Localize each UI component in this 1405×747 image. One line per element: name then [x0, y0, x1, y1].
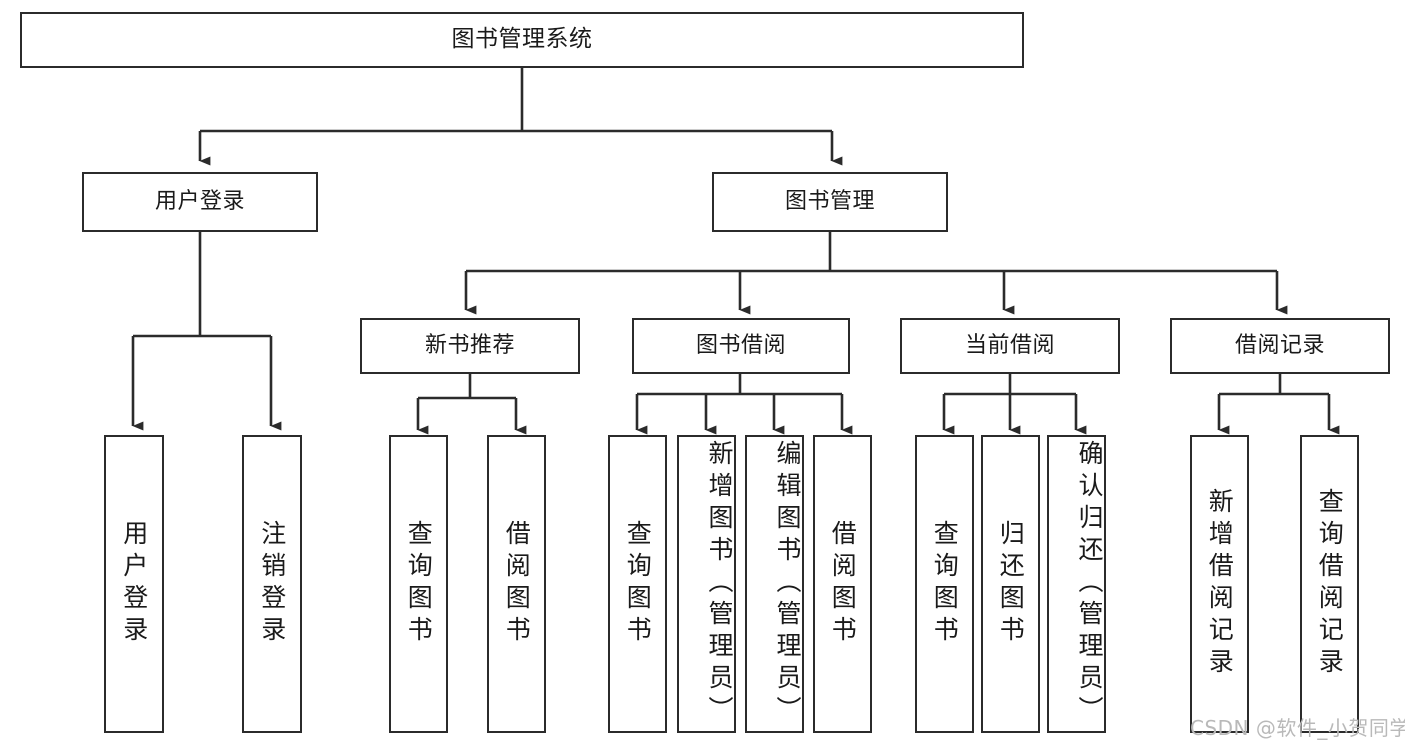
node-leaf-borrow-book-recommend[interactable]: 借阅图书 — [487, 435, 546, 733]
node-leaf-edit-book-admin[interactable]: 编辑图书（管理员） — [745, 435, 804, 733]
node-user-login[interactable]: 用户登录 — [82, 172, 318, 232]
node-leaf-return-book[interactable]: 归还图书 — [981, 435, 1040, 733]
node-borrow-record[interactable]: 借阅记录 — [1170, 318, 1390, 374]
node-leaf-query-book-borrow[interactable]: 查询图书 — [608, 435, 667, 733]
node-leaf-query-book-recommend[interactable]: 查询图书 — [389, 435, 448, 733]
node-book-manage[interactable]: 图书管理 — [712, 172, 948, 232]
node-current-borrow[interactable]: 当前借阅 — [900, 318, 1120, 374]
node-book-borrow[interactable]: 图书借阅 — [632, 318, 850, 374]
node-new-book-recommend[interactable]: 新书推荐 — [360, 318, 580, 374]
csdn-watermark: CSDN @软件_小贺同学 — [1190, 716, 1405, 740]
node-root-system[interactable]: 图书管理系统 — [20, 12, 1024, 68]
node-leaf-borrow-book-borrow[interactable]: 借阅图书 — [813, 435, 872, 733]
node-leaf-confirm-return-admin[interactable]: 确认归还（管理员） — [1047, 435, 1106, 733]
node-leaf-user-login[interactable]: 用户登录 — [104, 435, 164, 733]
node-leaf-query-book-current[interactable]: 查询图书 — [915, 435, 974, 733]
node-leaf-add-borrow-record[interactable]: 新增借阅记录 — [1190, 435, 1249, 733]
node-leaf-query-borrow-record[interactable]: 查询借阅记录 — [1300, 435, 1359, 733]
node-leaf-user-logout[interactable]: 注销登录 — [242, 435, 302, 733]
node-leaf-add-book-admin[interactable]: 新增图书（管理员） — [677, 435, 736, 733]
